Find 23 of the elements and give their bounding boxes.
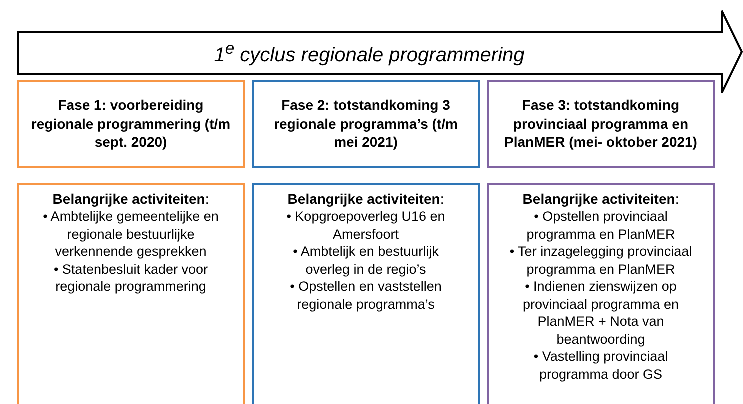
section-heading: Belangrijke activiteiten: (522, 191, 680, 207)
bullet-item: • Statenbesluit kader voor regionale programmering (52, 260, 210, 296)
section-heading: Belangrijke activiteiten: (52, 191, 210, 207)
timeline-arrow (17, 10, 743, 94)
phase-title: Fase 1: voorbereiding regionale programmering (t/m sept. 2020) (30, 96, 232, 152)
bullet-item: • Opstellen en vaststellen regionale programma’s (289, 278, 443, 314)
bullet-item: • Vastelling provinciaal programma door GS (532, 348, 670, 384)
arrow-title: 1$^{e}$ cyclus regionale programmering (213, 39, 526, 68)
bullet-item: • Opstellen provinciaal programma en PlanMER (526, 208, 676, 244)
activities-box (17, 183, 245, 404)
bullet-item: • Ter inzagelegging provinciaal programma en PlanMER (508, 243, 694, 278)
bullet-item: • Ambtelijke gemeentelijke en regionale bestuurlijke verkennende gesprekken (42, 208, 220, 261)
phase-title: Fase 3: totstandkoming provinciaal programma en PlanMER (mei- oktober 2021) (504, 96, 698, 152)
phase-box (487, 80, 715, 168)
activities-box (487, 183, 715, 404)
bullet-item: • Kopgroepoverleg U16 en Amersfoort (286, 208, 446, 244)
bullet-item: • Indienen zienswijzen op provinciaal programma en PlanMER + Nota van beantwoording (522, 278, 680, 348)
phase-box (17, 80, 245, 168)
activities-box (252, 183, 480, 404)
phase-box (252, 80, 480, 168)
bullet-item: • Ambtelijk en bestuurlijk overleg in de regio’s (292, 243, 440, 278)
phase-title: Fase 2: totstandkoming 3 regionale programma’s (t/m mei 2021) (273, 96, 459, 152)
section-heading: Belangrijke activiteiten: (288, 191, 444, 207)
